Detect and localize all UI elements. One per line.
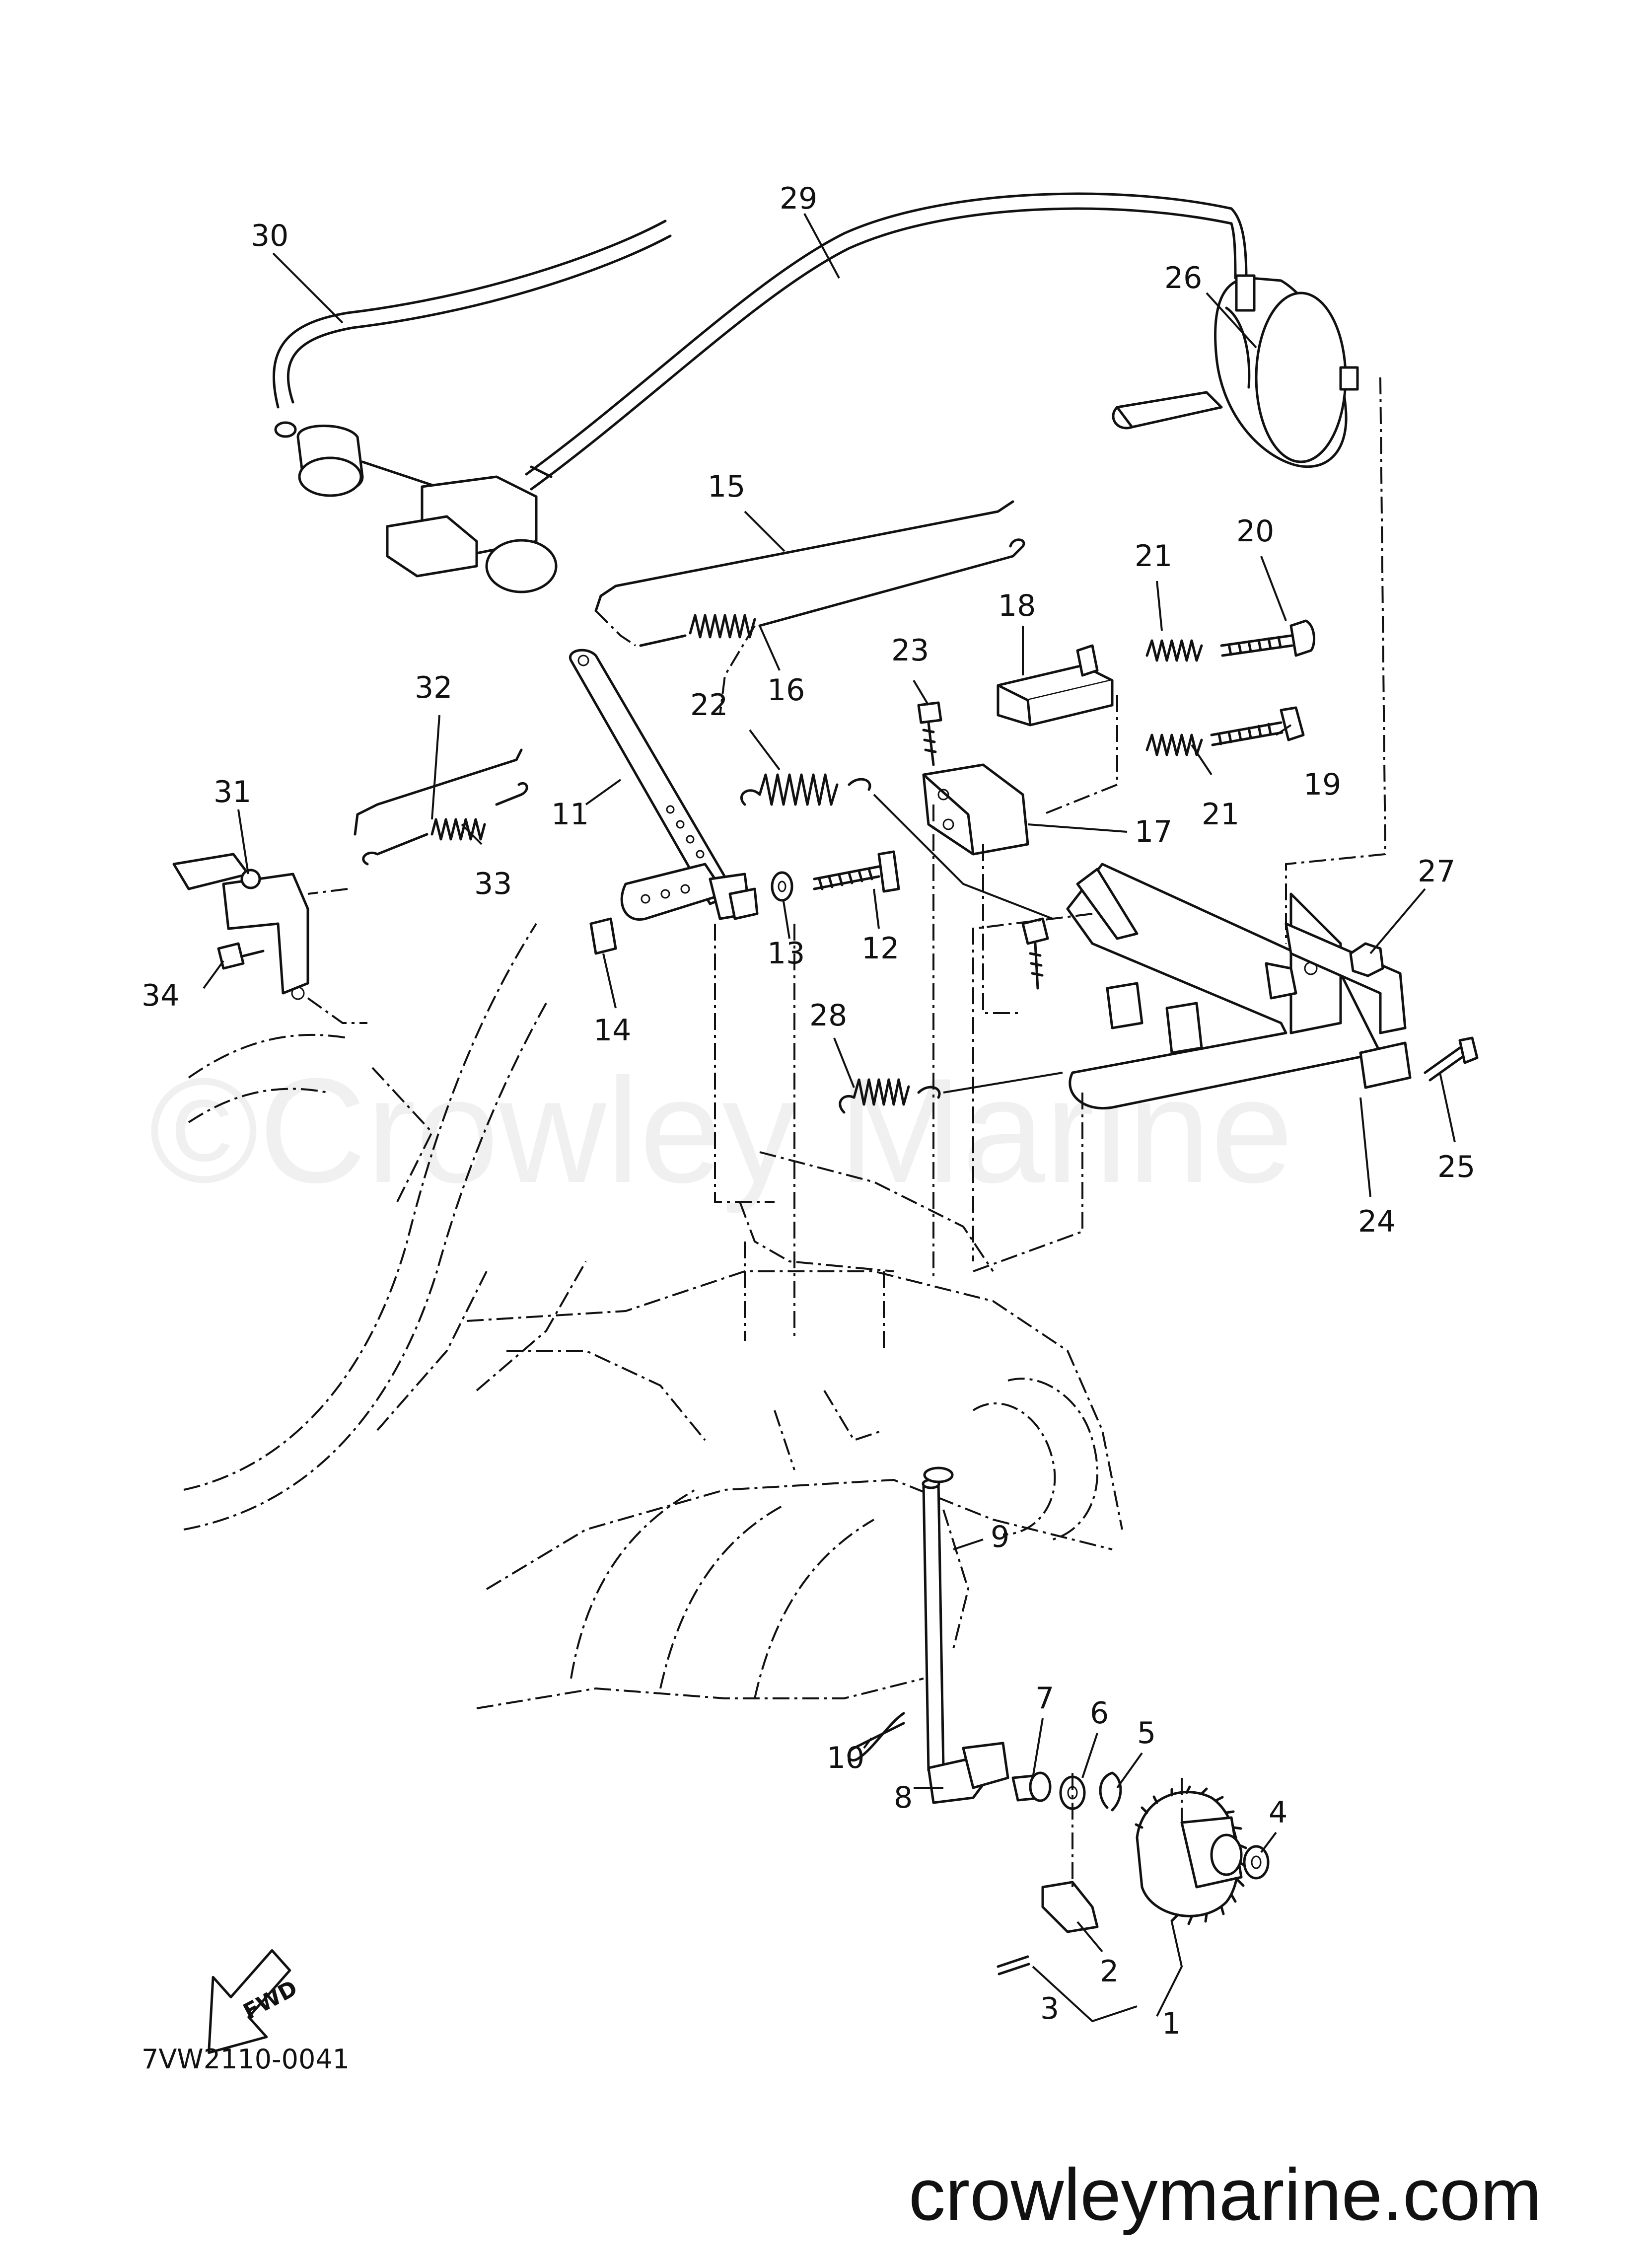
gear-assembly-1 [1135, 1785, 1248, 1925]
callout-31: 31 [214, 775, 251, 809]
spring-21-lower [1145, 733, 1203, 756]
lever-31 [172, 853, 309, 1000]
callout-27: 27 [1418, 854, 1455, 889]
diagram-code: 7VW2110-0041 [142, 2044, 350, 2075]
nut-27 [1349, 942, 1384, 977]
callout-21-upper: 21 [1135, 539, 1172, 574]
callout-18: 18 [998, 588, 1036, 623]
fwd-arrow-icon: FWD [208, 1949, 301, 2054]
callout-3: 3 [1040, 1991, 1059, 2026]
callout-4: 4 [1269, 1795, 1287, 1830]
clip-10 [847, 1712, 905, 1762]
callout-21-lower: 21 [1202, 797, 1239, 832]
engine-block-outline [183, 923, 1123, 1709]
bolt-20 [1220, 619, 1316, 657]
shaft-8 [922, 1478, 1009, 1804]
callout-30: 30 [251, 219, 288, 253]
hose-29 [525, 192, 1248, 491]
circlip-5 [1099, 1771, 1122, 1812]
callout-17: 17 [1135, 814, 1172, 849]
callout-13: 13 [767, 936, 805, 971]
screw-34 [217, 942, 265, 970]
callout-19: 19 [1303, 767, 1341, 802]
bolt-19 [1210, 706, 1305, 746]
callout-2: 2 [1100, 1954, 1119, 1989]
bolt-12 [813, 850, 900, 893]
washer-9 [923, 1466, 954, 1483]
callout-9: 9 [991, 1520, 1009, 1554]
bolt-25 [1424, 1036, 1479, 1082]
link-rod-16 [639, 538, 1025, 647]
callout-5: 5 [1137, 1716, 1156, 1751]
callout-15: 15 [708, 469, 745, 504]
callout-22: 22 [690, 688, 728, 723]
callout-34: 34 [142, 978, 179, 1013]
callout-25: 25 [1437, 1150, 1475, 1184]
spring-22 [740, 773, 1053, 920]
callout-29: 29 [780, 181, 817, 216]
callout-23: 23 [891, 633, 929, 668]
pin-3 [997, 1955, 1030, 1975]
link-rod-15 [594, 500, 1014, 612]
callout-32: 32 [415, 670, 452, 705]
callout-24: 24 [1358, 1204, 1396, 1239]
hose-30 [273, 219, 672, 438]
callout-28: 28 [809, 998, 847, 1033]
callout-12: 12 [861, 931, 899, 966]
pin-7 [1011, 1771, 1052, 1802]
spring-21-upper [1145, 639, 1203, 662]
callout-6: 6 [1090, 1696, 1109, 1731]
callout-14: 14 [593, 1013, 631, 1048]
callout-8: 8 [894, 1780, 913, 1815]
callout-26: 26 [1164, 261, 1202, 295]
bracket-18 [997, 644, 1114, 727]
bracket-24 [1066, 863, 1412, 1109]
leader-lines [203, 213, 1456, 2023]
rod-33 [362, 782, 528, 866]
callout-20: 20 [1236, 514, 1274, 549]
spring-16 [689, 614, 756, 639]
throttle-lever-11 [569, 649, 759, 921]
callout-7: 7 [1035, 1681, 1054, 1716]
screw-23 [917, 701, 942, 766]
vacuum-solenoid [296, 425, 558, 593]
assembly-reference-lines [307, 377, 1387, 1887]
washer-4 [1243, 1845, 1270, 1880]
screw-bracket [1021, 917, 1049, 990]
washer-13 [771, 871, 793, 902]
callout-33: 33 [474, 867, 512, 901]
bracket-17 [922, 763, 1029, 856]
rod-32 [354, 748, 523, 836]
callout-16: 16 [767, 673, 805, 708]
plate-2 [1041, 1881, 1099, 1933]
site-url: crowleymarine.com [909, 2154, 1542, 2236]
vacuum-diaphragm [1112, 274, 1359, 468]
callout-labels: 1 2 3 4 5 6 7 8 9 10 11 12 13 14 15 16 1… [142, 181, 1475, 2041]
callout-10: 10 [827, 1741, 864, 1775]
nut-14 [589, 917, 617, 955]
callout-11: 11 [551, 797, 589, 832]
callout-1: 1 [1162, 2006, 1181, 2041]
